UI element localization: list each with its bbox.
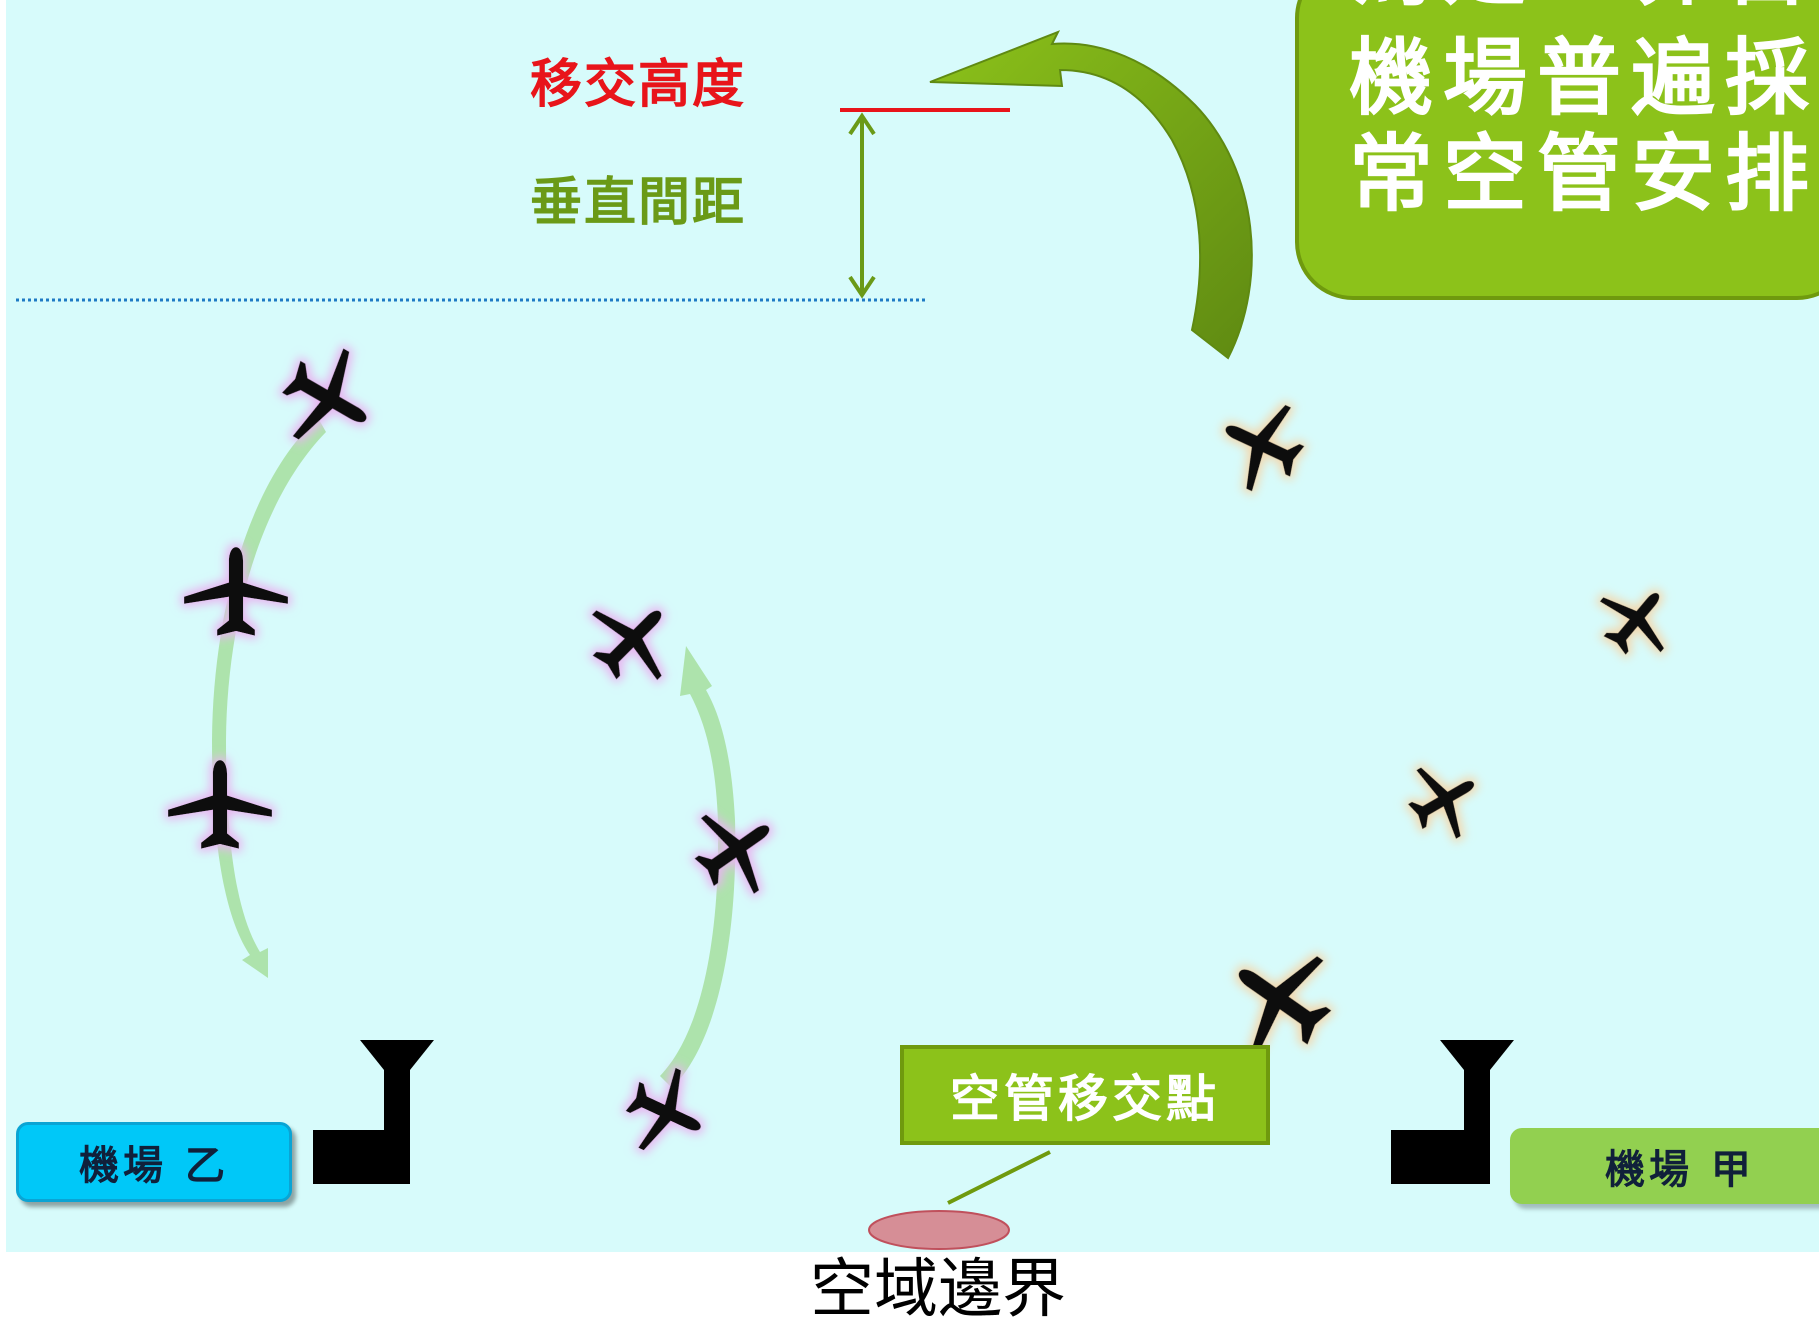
airport-a-label: 機場 甲	[1510, 1128, 1819, 1204]
panel-text-line: 機場普遍採	[1349, 29, 1819, 127]
curved-arrow-airport-b-right	[660, 646, 736, 1088]
vertical-separation-label: 垂直間距	[530, 173, 747, 233]
panel-text-line: 為是世界首	[1349, 0, 1819, 18]
panel-text-line: 常空管安排	[1349, 125, 1819, 223]
airspace-boundary-oval	[868, 1210, 1010, 1250]
handoff-point-label: 空管移交點	[900, 1045, 1270, 1145]
airport-b-label: 機場 乙	[16, 1122, 292, 1202]
transfer-altitude-label: 移交高度	[530, 55, 747, 115]
airport-a-tower-icon	[1391, 1040, 1514, 1184]
airport-b-tower-icon	[313, 1040, 434, 1184]
handoff-pointer-line	[947, 1150, 1051, 1205]
vertical-separation-arrow	[848, 112, 876, 299]
curved-arrow-airport-a	[929, 30, 1253, 360]
airspace-boundary-label: 空域邊界	[810, 1253, 1066, 1327]
info-panel: 為是世界首 機場普遍採 常空管安排	[1295, 0, 1819, 300]
